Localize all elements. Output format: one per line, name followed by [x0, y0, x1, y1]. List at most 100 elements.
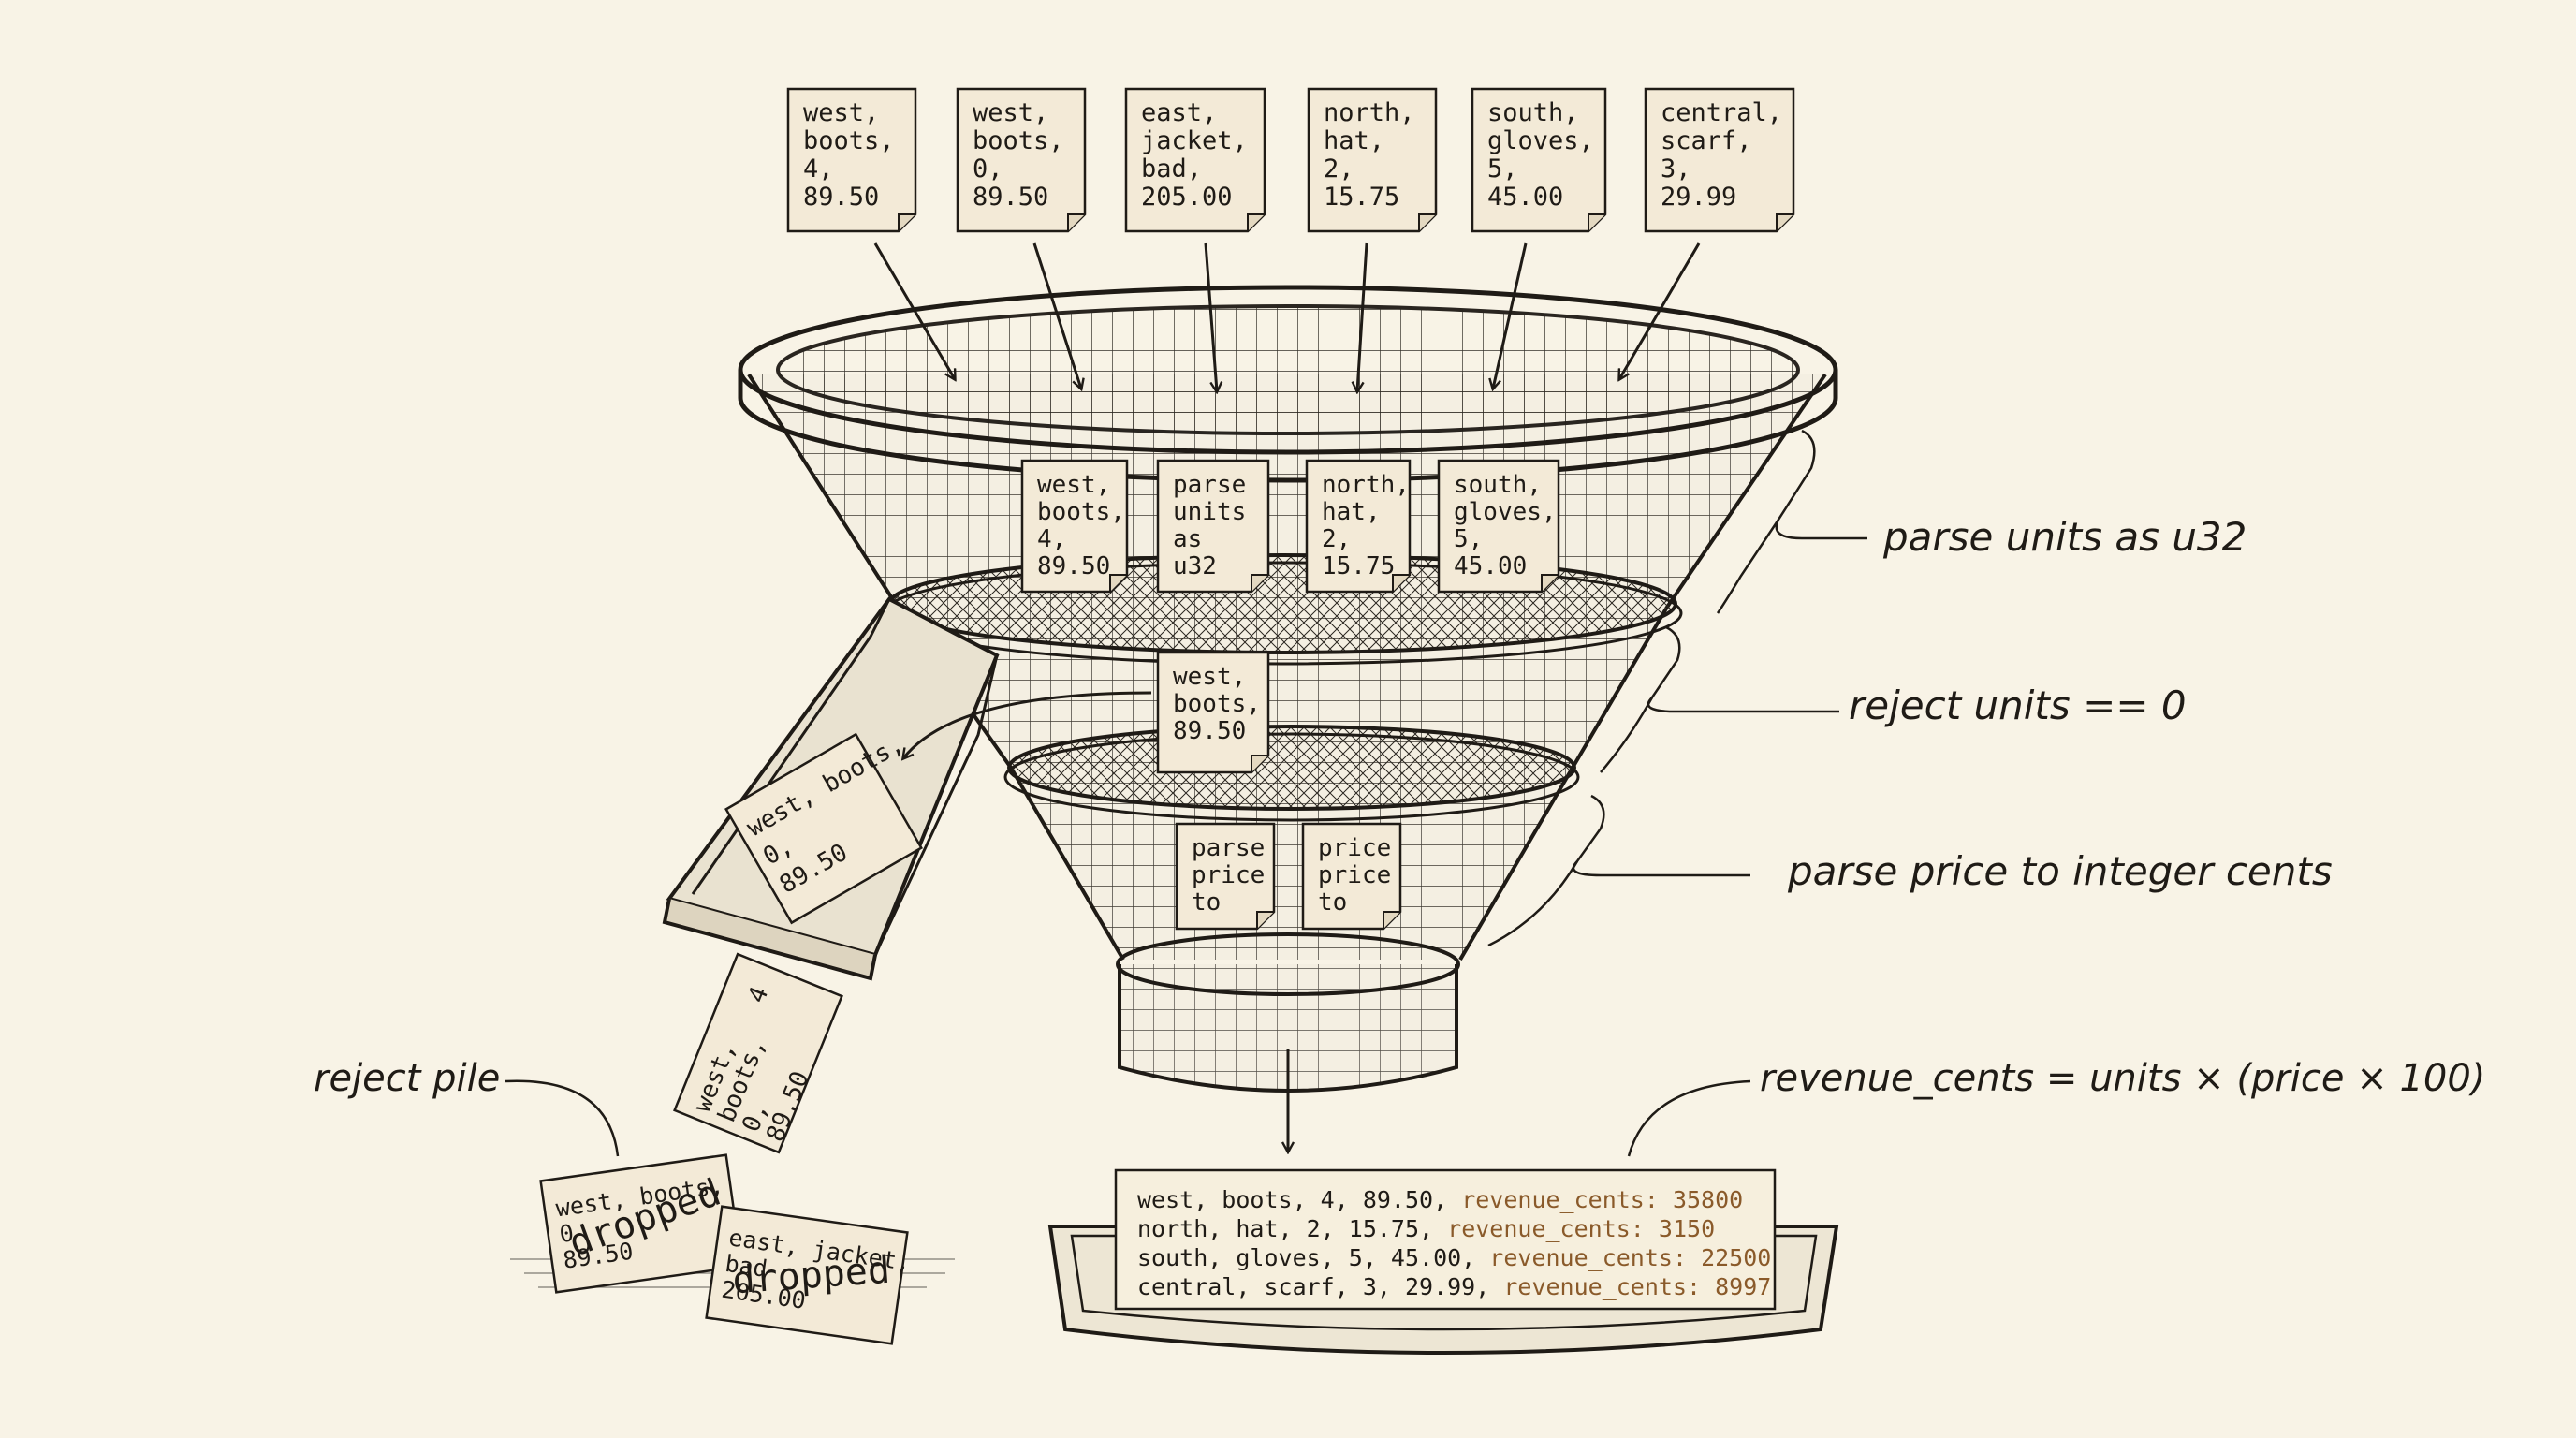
input-record-6-line-4: 29.99 — [1661, 183, 1736, 212]
input-record-6-fold — [1776, 213, 1793, 231]
input-record-2-line-3: 0, — [973, 154, 1003, 183]
reject-pile-label: reject pile — [314, 1057, 500, 1100]
stage1-note-2-line-4: u32 — [1173, 552, 1217, 580]
input-records: west,boots,4,89.50west,boots,0,89.50east… — [786, 87, 1795, 233]
input-arrow-5 — [1493, 242, 1528, 389]
output-row-record: north, hat, 2, 15.75, — [1137, 1215, 1447, 1242]
stage1-note-1-line-4: 89.50 — [1037, 552, 1110, 580]
input-record-6-line-1: central, — [1661, 98, 1782, 127]
stage1-note-4: south,gloves,5,45.00 — [1437, 459, 1560, 594]
stage1-note-1-line-1: west, — [1037, 471, 1110, 499]
input-arrow-4 — [1357, 242, 1368, 391]
stage3-note-1-line-1: parse — [1192, 834, 1265, 862]
reject-card-1-line-2: 0 — [558, 1219, 576, 1248]
funnel — [738, 285, 1838, 1093]
input-arrow-3 — [1204, 242, 1217, 391]
input-record-1-fold — [898, 213, 915, 231]
stage2-label: reject units == 0 — [1849, 682, 2187, 728]
input-record-2: west,boots,0,89.50 — [956, 87, 1087, 233]
output-row-revenue: revenue_cents: 3150 — [1447, 1215, 1715, 1242]
stage2-note-line-3: 89.50 — [1173, 717, 1246, 745]
input-record-3-fold — [1247, 213, 1265, 231]
input-record-3-line-2: jacket, — [1141, 126, 1248, 155]
stage3-note-2-line-3: to — [1318, 888, 1347, 917]
input-arrow-1 — [873, 242, 955, 379]
stage1-note-4-line-3: 5, — [1454, 525, 1483, 553]
stage1-note-1-fold — [1109, 574, 1127, 592]
output-slip: west, boots, 4, 89.50, revenue_cents: 35… — [1114, 1168, 1777, 1311]
stage1-note-2-line-1: parse — [1173, 471, 1246, 499]
input-record-3-line-3: bad, — [1141, 154, 1202, 183]
input-record-6: central,scarf,3,29.99 — [1644, 87, 1795, 233]
output-row: central, scarf, 3, 29.99, revenue_cents:… — [1137, 1273, 1771, 1300]
stage3-note-1-line-3: to — [1192, 888, 1221, 917]
stage1-note-3-line-1: north, — [1322, 471, 1410, 499]
input-record-1-line-4: 89.50 — [803, 183, 879, 212]
input-record-5-line-2: gloves, — [1487, 126, 1594, 155]
reject-pile: west, boots, 0 89.50 dropped east, jacke… — [510, 1153, 955, 1345]
input-record-6-line-3: 3, — [1661, 154, 1691, 183]
input-record-2-line-1: west, — [973, 98, 1048, 127]
input-record-1-line-2: boots, — [803, 126, 895, 155]
stage2-note: west,boots,89.50 — [1156, 651, 1270, 774]
stage3-note-1-line-2: price — [1192, 861, 1265, 889]
formula-leader — [1627, 1079, 1751, 1157]
stage1-label: parse units as u32 — [1882, 514, 2247, 560]
stage1-note-4-fold — [1541, 574, 1559, 592]
input-record-6-line-2: scarf, — [1661, 126, 1752, 155]
stage3-note-2-line-2: price — [1318, 861, 1391, 889]
stage1-note-1-line-2: boots, — [1037, 498, 1125, 526]
output-row: west, boots, 4, 89.50, revenue_cents: 35… — [1137, 1186, 1743, 1213]
input-record-5-line-3: 5, — [1487, 154, 1518, 183]
stage2-note-line-1: west, — [1173, 663, 1246, 691]
stage1-note-3: north,hat,2,15.75 — [1305, 459, 1412, 594]
input-record-4: north,hat,2,15.75 — [1307, 87, 1438, 233]
input-record-1-line-1: west, — [803, 98, 879, 127]
output-row: north, hat, 2, 15.75, revenue_cents: 315… — [1137, 1215, 1715, 1242]
input-record-4-line-3: 2, — [1324, 154, 1354, 183]
stage1-note-2-line-2: units — [1173, 498, 1246, 526]
stage1-note-1-line-3: 4, — [1037, 525, 1066, 553]
output-row: south, gloves, 5, 45.00, revenue_cents: … — [1137, 1244, 1771, 1271]
stage3-note-2-line-1: price — [1318, 834, 1391, 862]
reject-arrow — [903, 691, 1152, 758]
input-record-1-line-3: 4, — [803, 154, 834, 183]
input-record-2-line-2: boots, — [973, 126, 1064, 155]
stage1-note-4-line-2: gloves, — [1454, 498, 1557, 526]
falling-card: west, boots, 0, 89.50 — [673, 952, 843, 1154]
input-record-3-line-1: east, — [1141, 98, 1217, 127]
stage2-note-fold — [1251, 755, 1268, 772]
output-row-record: central, scarf, 3, 29.99, — [1137, 1273, 1503, 1300]
input-arrow-6 — [1619, 242, 1701, 379]
stage1-note-3-line-3: 2, — [1322, 525, 1351, 553]
reject-card-2: east, jacket, bad 205.00 dropped — [705, 1205, 913, 1345]
stage1-note-3-line-4: 15.75 — [1322, 552, 1395, 580]
stage1-note-3-line-2: hat, — [1322, 498, 1381, 526]
input-record-1: west,boots,4,89.50 — [786, 87, 917, 233]
input-record-3: east,jacket,bad,205.00 — [1124, 87, 1266, 233]
input-record-5-fold — [1588, 213, 1605, 231]
stage2-notes: west,boots,89.50 — [1156, 651, 1270, 774]
stage-labels: parse units as u32 reject units == 0 par… — [1487, 429, 2333, 947]
stage2-note-line-2: boots, — [1173, 690, 1261, 718]
stage1-note-3-fold — [1392, 574, 1410, 592]
input-record-3-line-4: 205.00 — [1141, 183, 1233, 212]
input-record-5: south,gloves,5,45.00 — [1471, 87, 1607, 233]
output-row-revenue: revenue_cents: 22500 — [1489, 1244, 1771, 1271]
input-record-5-line-4: 45.00 — [1487, 183, 1563, 212]
stage3-label: parse price to integer cents — [1787, 848, 2333, 894]
output-row-record: south, gloves, 5, 45.00, — [1137, 1244, 1489, 1271]
input-record-4-line-2: hat, — [1324, 126, 1384, 155]
stage3-note-2-fold — [1383, 911, 1400, 929]
stage1-note-2-line-3: as — [1173, 525, 1202, 553]
input-record-2-line-4: 89.50 — [973, 183, 1048, 212]
input-record-4-fold — [1418, 213, 1436, 231]
stage1-note-4-line-4: 45.00 — [1454, 552, 1527, 580]
